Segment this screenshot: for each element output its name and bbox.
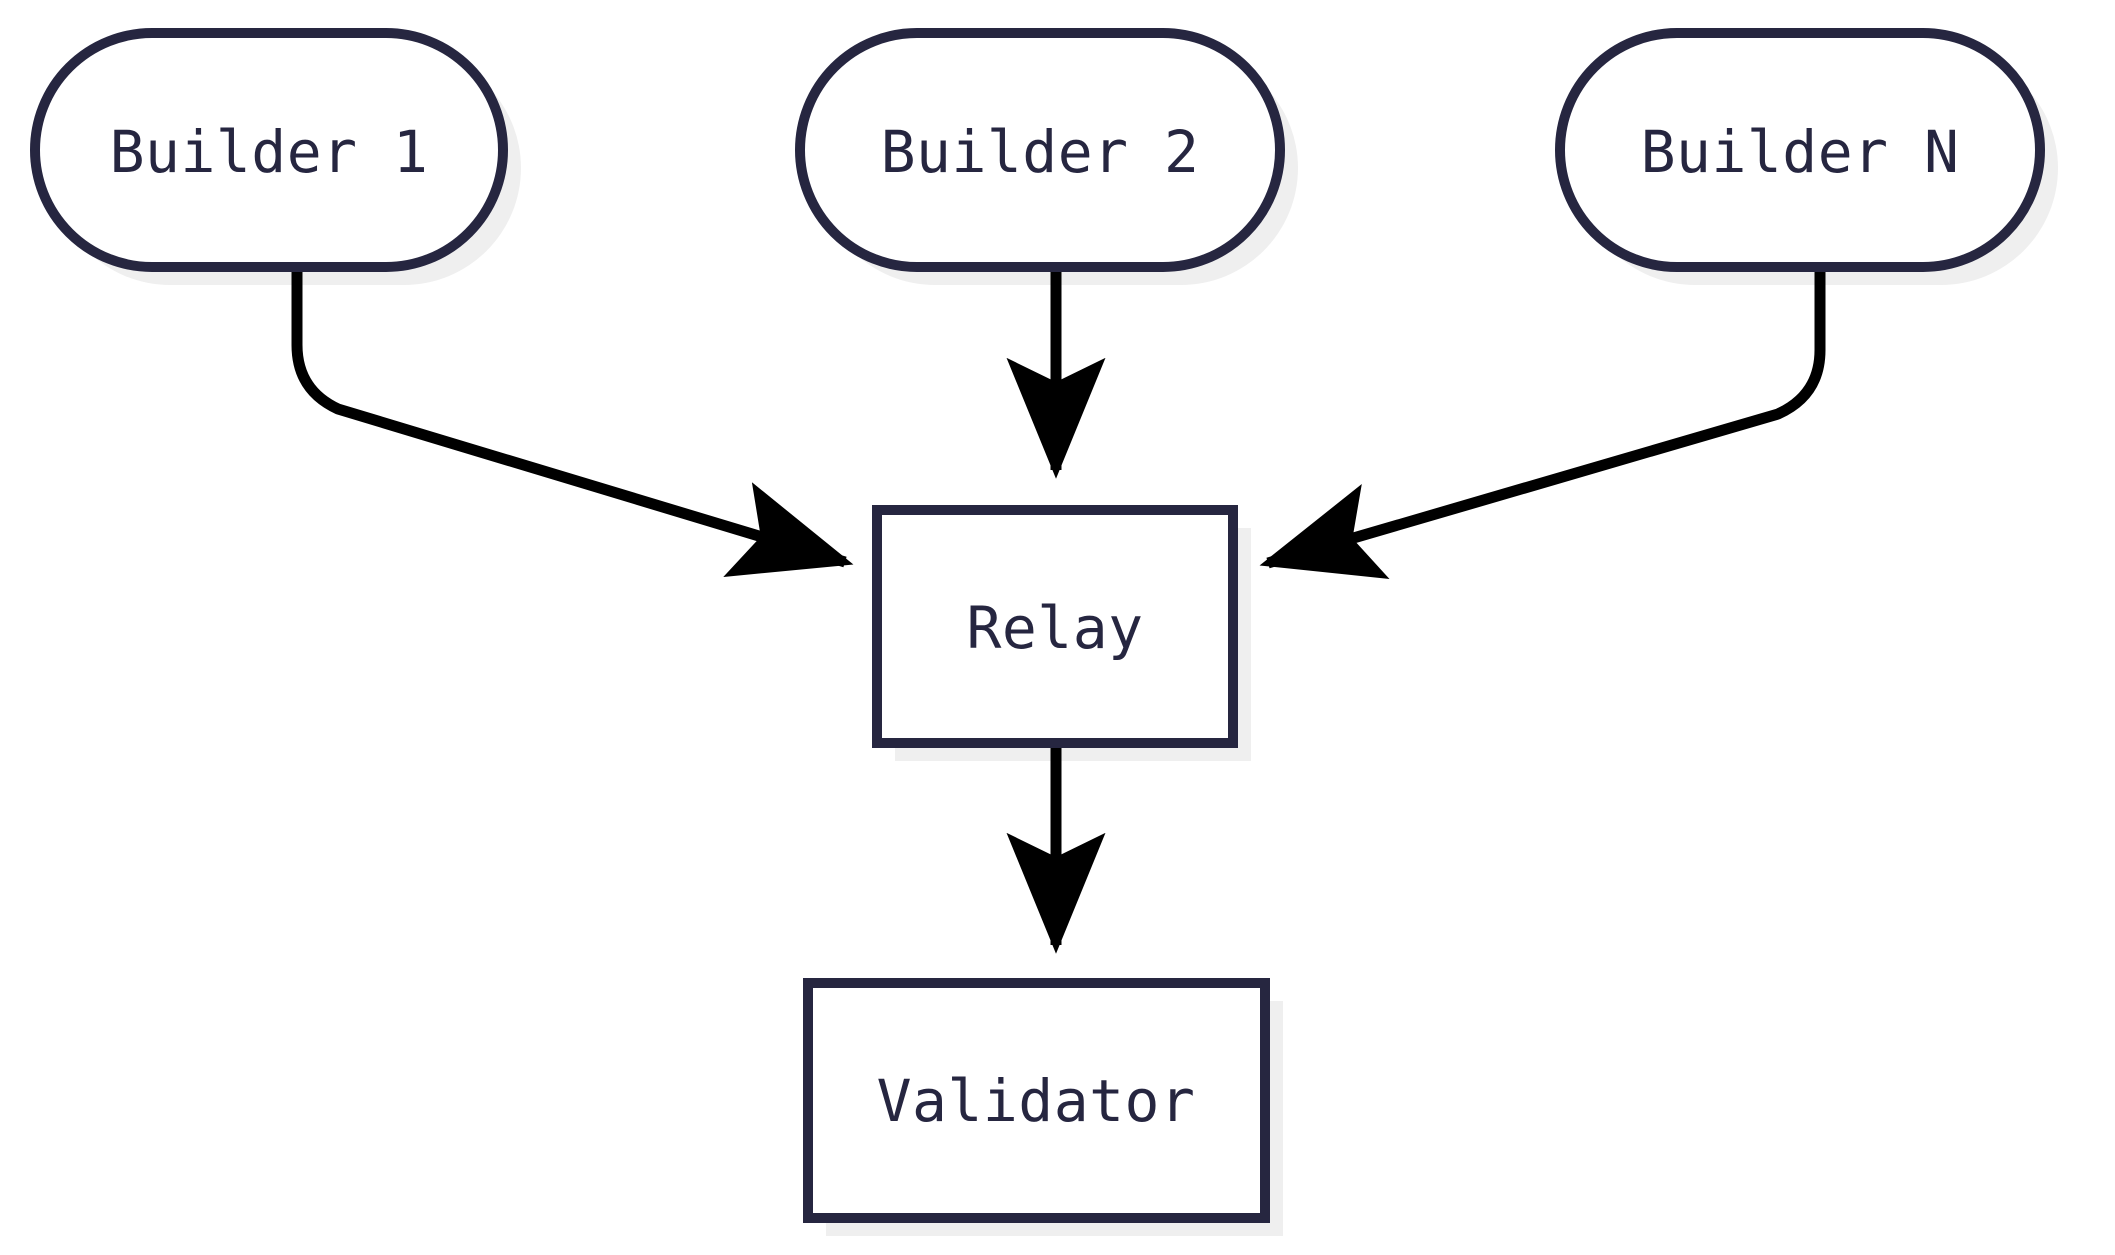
edge-builder-1-to-relay[interactable]: [291, 267, 854, 577]
builder-1-label: Builder 1: [110, 118, 429, 186]
node-relay[interactable]: Relay: [872, 505, 1238, 748]
nodes: Builder 1 Builder 2 Builder N Relay Vali…: [30, 28, 2045, 1223]
relay-label: Relay: [966, 594, 1143, 662]
node-builder-n[interactable]: Builder N: [1555, 28, 2045, 272]
node-builder-2[interactable]: Builder 2: [795, 28, 1285, 272]
node-builder-1[interactable]: Builder 1: [30, 28, 508, 272]
validator-shape[interactable]: [803, 978, 1270, 1223]
edges: [291, 267, 1826, 954]
builder-n-shape[interactable]: [1555, 28, 2045, 272]
node-validator[interactable]: Validator: [803, 978, 1270, 1223]
builder-n-label: Builder N: [1641, 118, 1960, 186]
validator-label: Validator: [877, 1067, 1196, 1135]
relay-shape[interactable]: [872, 505, 1238, 748]
edge-builder-n-to-relay[interactable]: [1259, 267, 1826, 580]
builder-1-shape[interactable]: [30, 28, 508, 272]
builder-2-label: Builder 2: [881, 118, 1200, 186]
builder-2-shape[interactable]: [795, 28, 1285, 272]
